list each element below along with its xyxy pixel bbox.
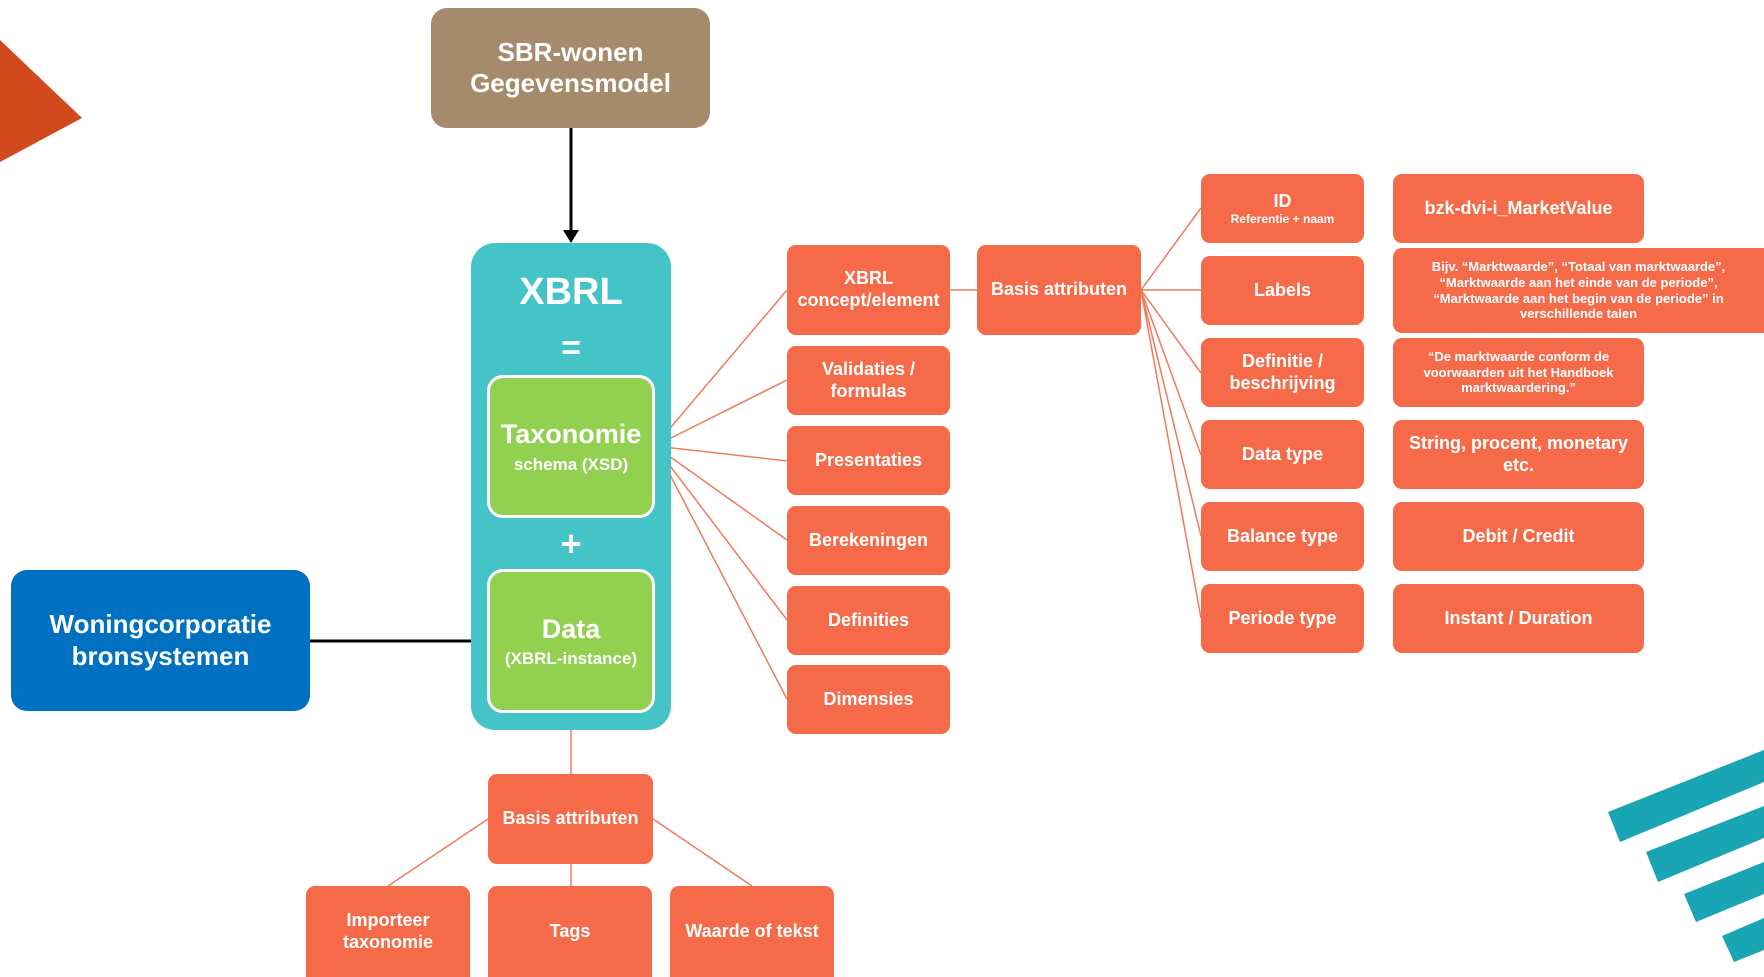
taxonomie-box: Taxonomie schema (XSD) [487,375,655,518]
balance-example-box: Debit / Credit [1393,502,1644,571]
sbr-line2: Gegevensmodel [470,68,671,98]
basis-attributen-box: Basis attributen [977,245,1141,335]
labels-example-box: Bijv. “Marktwaarde”, “Totaal van marktwa… [1393,248,1764,333]
concept-connectors [950,207,1202,619]
periode-type-box: Periode type [1201,584,1364,653]
taxonomie-sub: schema (XSD) [513,454,629,474]
xbrl-title: XBRL [519,271,623,314]
instance-basis-attributen-box: Basis attributen [488,774,653,864]
sbr-gegevensmodel-box: SBR-wonen Gegevensmodel [431,8,710,128]
validaties-line1: Validaties / [821,358,916,379]
id-box: ID Referentie + naam [1201,174,1364,243]
dimensies-box: Dimensies [787,665,950,734]
woning-line1: Woningcorporatie [49,609,272,640]
woningcorporatie-box: Woningcorporatie bronsystemen [11,570,310,711]
definities-box: Definities [787,586,950,655]
definitie-line1: Definitie / [1241,350,1323,371]
importeer-taxonomie-box: Importeer taxonomie [306,886,470,977]
importeer-line2: taxonomie [342,931,434,952]
teal-stripes-decoration [1608,750,1764,962]
xbrl-plus: + [560,523,582,565]
taxonomie-title: Taxonomie [500,419,642,450]
definitie-example-box: “De marktwaarde conform de voorwaarden u… [1393,338,1644,407]
id-sub: Referentie + naam [1230,212,1335,227]
definitie-box: Definitie / beschrijving [1201,338,1364,407]
instance-connectors [387,710,753,887]
validaties-box: Validaties / formulas [787,346,950,415]
berekeningen-box: Berekeningen [787,506,950,575]
periode-example-box: Instant / Duration [1393,584,1644,653]
waarde-of-tekst-box: Waarde of tekst [670,886,834,977]
xbrl-concept-box: XBRL concept/element [787,245,950,335]
tags-box: Tags [488,886,652,977]
data-box: Data (XBRL-instance) [487,569,655,713]
labels-box: Labels [1201,256,1364,325]
id-title: ID [1273,190,1292,211]
taxonomy-connectors [654,289,788,700]
validaties-line2: formulas [830,380,907,401]
data-sub: (XBRL-instance) [504,649,638,668]
datatype-box: Data type [1201,420,1364,489]
xbrl-equals: = [561,328,581,367]
orange-triangle-decoration [0,40,82,162]
concept-line1: XBRL [844,268,893,289]
datatype-example-box: String, procent, monetary etc. [1393,420,1644,489]
balance-type-box: Balance type [1201,502,1364,571]
data-title: Data [541,613,601,644]
woning-line2: bronsystemen [71,640,250,671]
importeer-line1: Importeer [346,909,430,930]
presentaties-box: Presentaties [787,426,950,495]
id-example-box: bzk-dvi-i_MarketValue [1393,174,1644,243]
definitie-line2: beschrijving [1229,372,1336,393]
concept-line2: concept/element [797,290,940,310]
sbr-line1: SBR-wonen [497,36,644,67]
